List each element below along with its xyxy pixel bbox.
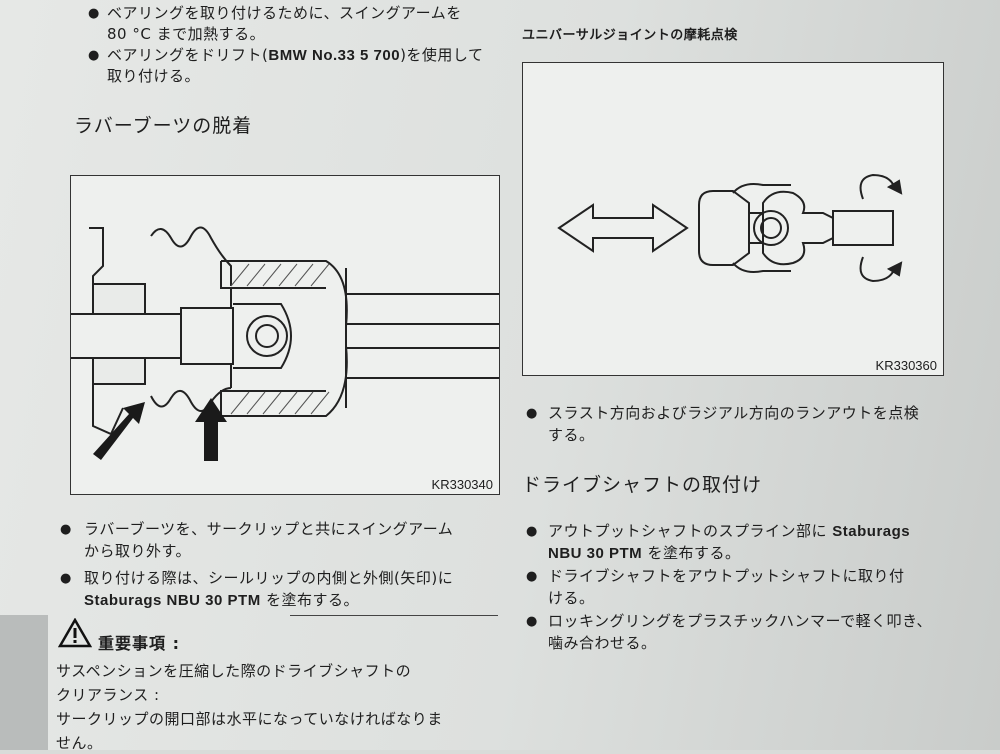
bullet-text-line: NBU 30 PTM を塗布する。: [548, 544, 741, 562]
bullet-text-line: 取り付ける際は、シールリップの内側と外側(矢印)に: [84, 569, 454, 587]
figure-rubber-boot: KR330340: [68, 175, 501, 495]
bullet-dot: ●: [526, 406, 538, 421]
rubber-boot-diagram: [68, 226, 501, 461]
section-title-driveshaft-install: ドライブシャフトの取付け: [522, 474, 763, 496]
bullet-text-line: ラバーブーツを、サークリップと共にスイングアーム: [84, 520, 454, 538]
bullet-text-line: スラスト方向およびラジアル方向のランアウトを点検: [548, 404, 920, 422]
bullet-text-line: ベアリングを取り付けるために、スイングアームを: [107, 4, 462, 22]
warning-text-line: クリアランス :: [56, 686, 160, 704]
figure-universal-joint: KR330360: [522, 62, 944, 376]
warning-title: 重要事項 :: [98, 634, 180, 653]
bullet-dot: ●: [526, 524, 538, 539]
universal-joint-diagram: [557, 173, 903, 283]
bullet-text-line: から取り外す。: [84, 542, 192, 560]
thrust-direction-arrow: [557, 203, 689, 253]
figure-code: KR330340: [431, 477, 493, 492]
bullet-text-line: 80 °C まで加熱する。: [107, 25, 266, 43]
divider-rule: [290, 615, 498, 616]
warning-text-line: せん。: [56, 734, 103, 752]
bullet-dot: ●: [60, 522, 72, 537]
warning-text-line: サークリップの開口部は水平になっていなければなりま: [56, 710, 443, 728]
bullet-text-line: Staburags NBU 30 PTM を塗布する。: [84, 591, 359, 609]
bullet-text-line: アウトプットシャフトのスプライン部に Staburags: [548, 522, 911, 540]
page-edge-tab: [0, 615, 48, 750]
bullet-dot: ●: [88, 48, 100, 63]
warning-text-line: サスペンションを圧縮した際のドライブシャフトの: [56, 662, 412, 680]
bullet-text-line: ドライブシャフトをアウトプットシャフトに取り付: [548, 567, 905, 585]
bullet-text-line: する。: [548, 426, 595, 444]
bullet-text-line: 噛み合わせる。: [548, 634, 657, 652]
indicator-arrow-left: [93, 402, 145, 460]
bullet-dot: ●: [88, 6, 100, 21]
bullet-text-line: ベアリングをドリフト(BMW No.33 5 700)を使用して: [107, 46, 484, 64]
bullet-text-line: ロッキングリングをプラスチックハンマーで軽く叩き、: [548, 612, 933, 630]
warning-icon: [58, 618, 92, 648]
figure-title-universal-joint: ユニバーサルジョイントの摩耗点検: [522, 28, 738, 43]
bullet-text-line: 取り付ける。: [107, 67, 201, 85]
bullet-dot: ●: [60, 571, 72, 586]
bullet-dot: ●: [526, 569, 538, 584]
bullet-dot: ●: [526, 614, 538, 629]
section-title-rubber-boot: ラバーブーツの脱着: [74, 115, 253, 137]
figure-code: KR330360: [875, 358, 937, 373]
bullet-text-line: ける。: [548, 589, 595, 607]
indicator-arrow-up: [195, 398, 227, 461]
